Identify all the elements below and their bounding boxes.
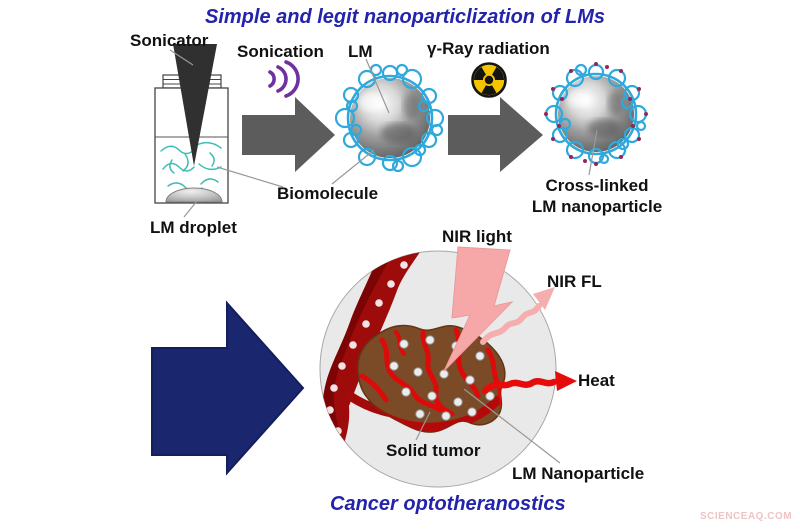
nir-fl-arrow-icon <box>480 287 555 345</box>
pointer-lines <box>415 388 561 464</box>
crosslinked-nanoparticle-sphere <box>544 62 648 166</box>
sonicator-probe <box>173 44 217 166</box>
solid-tumor <box>357 324 506 433</box>
big-arrow-icon <box>151 300 305 476</box>
crosslinked-label-line2: LM nanoparticle <box>531 197 663 216</box>
process-arrow-icon <box>448 97 543 172</box>
figure-caption: Cancer optotheranostics <box>330 493 566 515</box>
solid-tumor-label: Solid tumor <box>386 441 481 460</box>
lm-label: LM <box>348 42 373 61</box>
lm-nanoparticle-sphere <box>334 63 445 173</box>
heat-arrow-icon <box>481 371 577 395</box>
sonicator-device <box>154 44 229 204</box>
pointer-lines <box>169 49 598 218</box>
biomolecule-squiggles <box>160 141 222 193</box>
heat-label: Heat <box>578 371 615 390</box>
process-arrow-icon <box>242 97 335 172</box>
radiation-icon <box>471 62 507 98</box>
crosslinked-coating <box>544 63 648 165</box>
nir-lightning-icon <box>443 246 514 372</box>
figure-title: Simple and legit nanoparticlization of L… <box>204 6 606 28</box>
crosslinked-nanoparticle-label: Cross-linked LM nanoparticle <box>517 175 677 217</box>
sonicator-label: Sonicator <box>130 31 209 50</box>
tissue-scene <box>319 246 577 488</box>
tumor-nanoparticle-dots <box>389 335 495 421</box>
lm-droplet <box>165 187 223 203</box>
crosslinked-label-line1: Cross-linked <box>545 176 649 195</box>
crosslink-dots <box>544 62 648 166</box>
sound-waves-icon <box>268 60 300 98</box>
lm-nanoparticle-label: LM Nanoparticle <box>512 464 645 483</box>
watermark: SCIENCEAQ.COM <box>700 511 793 522</box>
nir-light-label: NIR light <box>442 227 512 246</box>
gamma-ray-label: γ-Ray radiation <box>427 39 550 58</box>
nir-fl-label: NIR FL <box>547 272 602 291</box>
biomolecule-label: Biomolecule <box>277 184 379 203</box>
sonication-label: Sonication <box>237 42 324 61</box>
lm-droplet-label: LM droplet <box>150 218 237 237</box>
